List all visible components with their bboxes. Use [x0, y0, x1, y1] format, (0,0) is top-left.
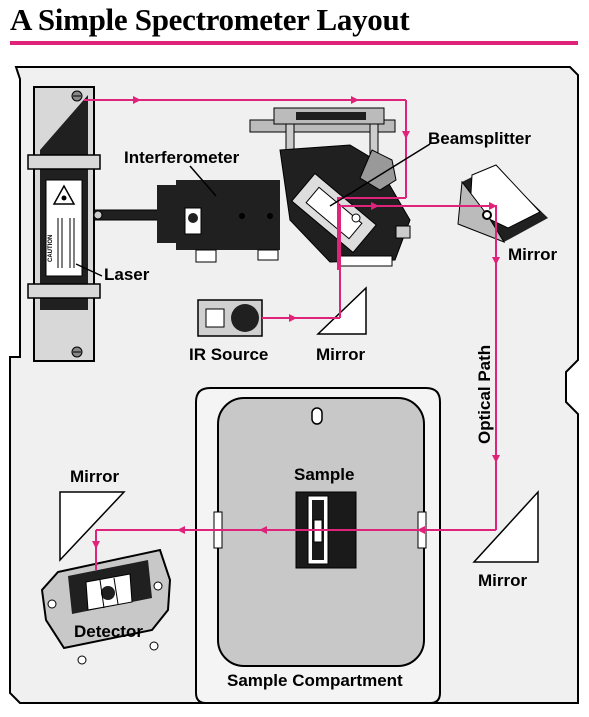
label-mirror-ir: Mirror: [316, 345, 366, 364]
laser: CAUTION: [27, 86, 101, 362]
label-sample: Sample: [294, 465, 354, 484]
label-optical-path: Optical Path: [475, 345, 494, 444]
label-mirror-left: Mirror: [70, 467, 120, 486]
title-rule: [10, 41, 578, 45]
beamsplitter-assembly: [249, 107, 411, 267]
label-laser: Laser: [104, 265, 150, 284]
ir-source: [197, 299, 263, 337]
caution-label: CAUTION: [48, 235, 54, 262]
mirror-left: [59, 491, 126, 562]
label-sample-compartment: Sample Compartment: [227, 671, 403, 690]
label-beamsplitter: Beamsplitter: [428, 129, 531, 148]
label-ir-source: IR Source: [189, 345, 268, 364]
page-title: A Simple Spectrometer Layout: [10, 2, 410, 37]
mirror-right-bottom: [472, 490, 539, 563]
label-interferometer: Interferometer: [124, 148, 240, 167]
leader-lines: [75, 143, 431, 277]
label-detector: Detector: [74, 622, 143, 641]
mirror-top-right: [457, 164, 548, 244]
label-mirror-right-bottom: Mirror: [478, 571, 528, 590]
detector: [40, 548, 172, 665]
optical-beam-path: [84, 96, 500, 570]
interferometer: [93, 180, 280, 263]
mirror-ir: [316, 286, 367, 335]
label-mirror-right-top: Mirror: [508, 245, 558, 264]
